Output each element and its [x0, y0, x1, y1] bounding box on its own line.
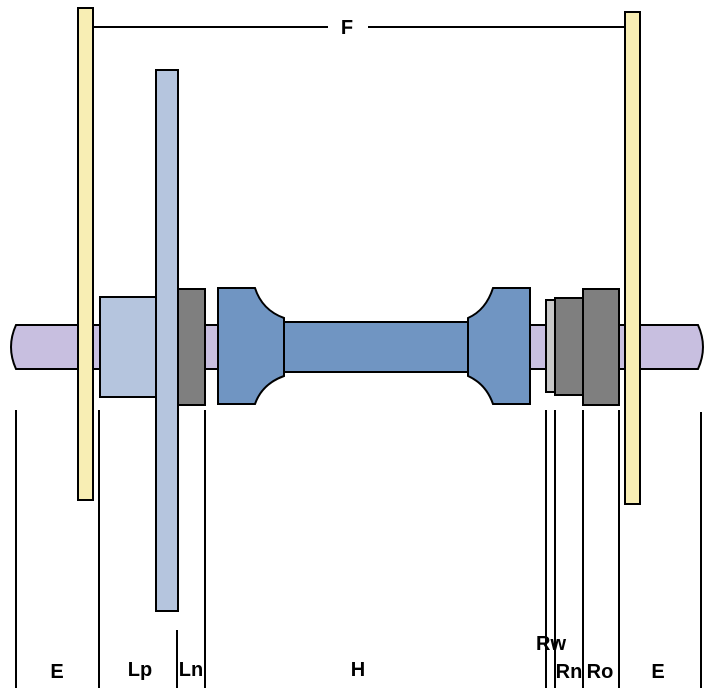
hub-flange-right [467, 287, 531, 405]
hub-flange-left [217, 287, 285, 405]
label-e-left: E [50, 661, 63, 683]
right-outer-locknut [582, 288, 620, 406]
right-washer [545, 299, 556, 393]
label-ro: Ro [587, 661, 614, 683]
hub-shell [269, 321, 477, 373]
label-ln: Ln [179, 659, 203, 681]
cog-disc [155, 69, 179, 612]
label-f: F [341, 17, 353, 39]
left-locknut [177, 288, 206, 406]
label-rw: Rw [536, 633, 566, 655]
dropout-right [624, 11, 641, 505]
label-e-right: E [651, 661, 664, 683]
dropout-left [77, 7, 94, 501]
label-rn: Rn [556, 661, 583, 683]
right-locknut [554, 297, 584, 396]
measure-ticks [15, 410, 702, 688]
label-h: H [351, 659, 365, 681]
label-lp: Lp [128, 659, 152, 681]
